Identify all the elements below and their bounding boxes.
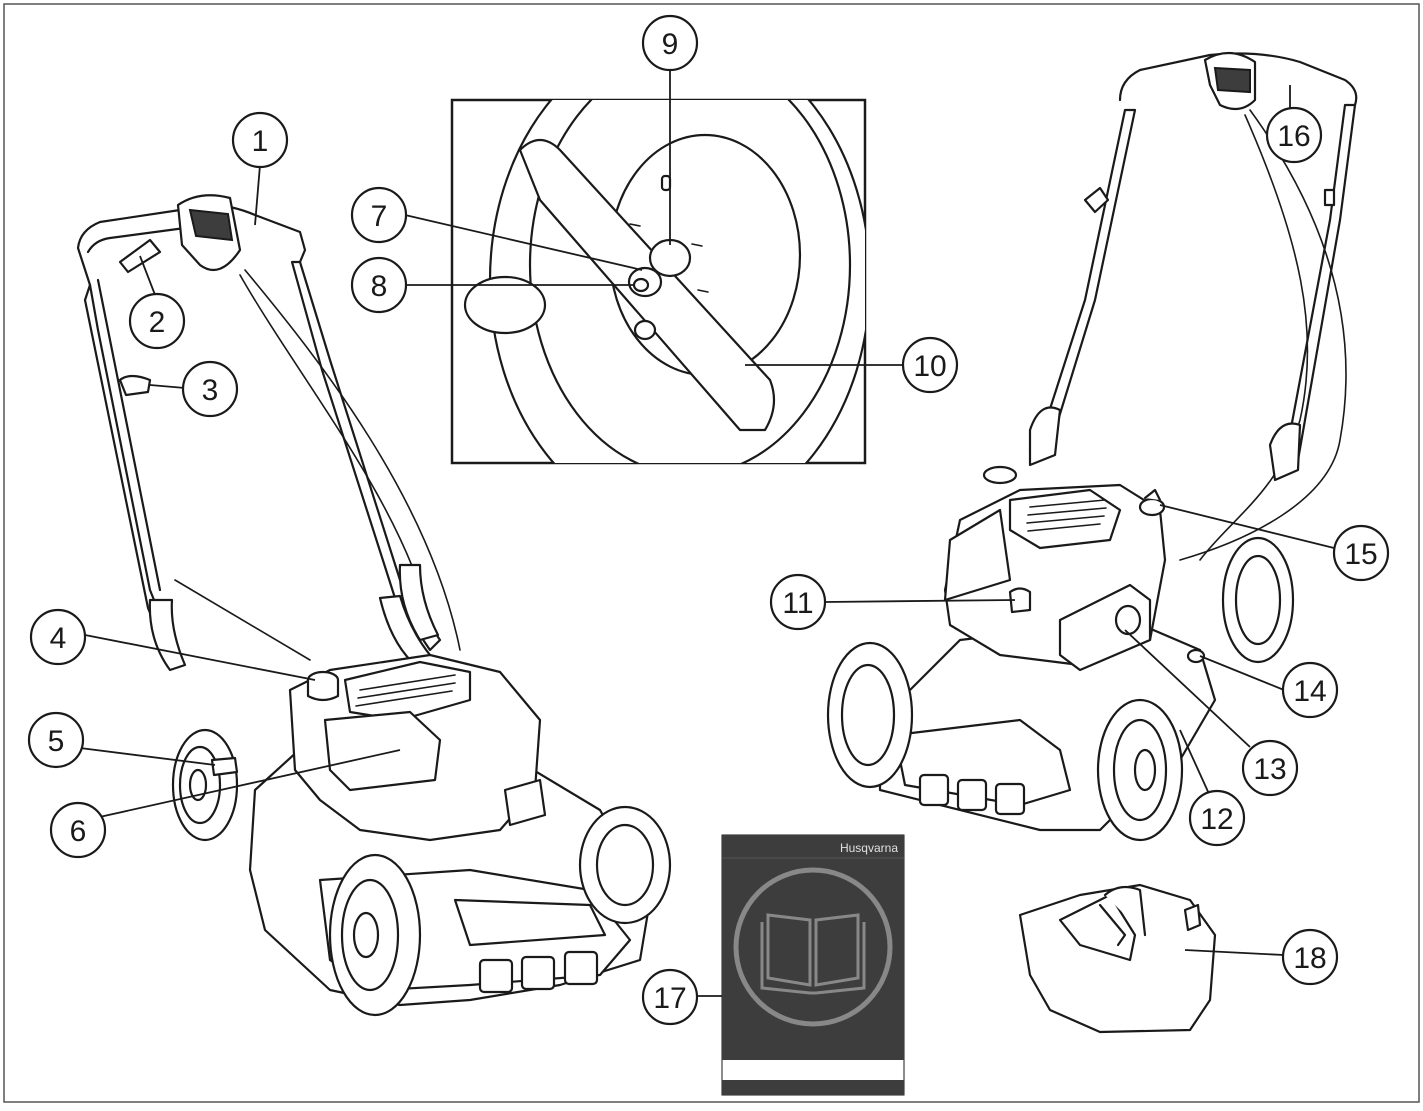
callout-13: 13 bbox=[1241, 739, 1299, 797]
callout-6: 6 bbox=[49, 801, 107, 859]
svg-text:4: 4 bbox=[50, 622, 67, 655]
mower-front-view bbox=[76, 194, 672, 1017]
open-book-icon bbox=[760, 913, 866, 995]
svg-text:12: 12 bbox=[1200, 803, 1233, 836]
svg-text:9: 9 bbox=[662, 28, 679, 61]
svg-text:1: 1 bbox=[252, 125, 269, 158]
blade-detail-inset bbox=[450, 98, 867, 465]
svg-text:14: 14 bbox=[1293, 675, 1326, 708]
svg-text:17: 17 bbox=[653, 982, 686, 1015]
svg-text:18: 18 bbox=[1293, 942, 1326, 975]
handle-right-bar bbox=[290, 260, 442, 652]
svg-text:16: 16 bbox=[1277, 120, 1310, 153]
callout-8: 8 bbox=[350, 256, 408, 314]
callout-14: 14 bbox=[1281, 661, 1339, 719]
callout-11: 11 bbox=[769, 573, 827, 631]
svg-text:13: 13 bbox=[1253, 753, 1286, 786]
callout-7: 7 bbox=[350, 186, 408, 244]
svg-text:3: 3 bbox=[202, 374, 219, 407]
height-adjust-lever bbox=[210, 756, 239, 777]
callout-1: 1 bbox=[231, 111, 289, 169]
svg-text:8: 8 bbox=[371, 270, 388, 303]
svg-text:11: 11 bbox=[782, 587, 813, 620]
svg-text:10: 10 bbox=[913, 350, 946, 383]
svg-text:6: 6 bbox=[70, 815, 87, 848]
callout-5: 5 bbox=[27, 711, 85, 769]
cutting-height-lever bbox=[1186, 648, 1206, 664]
callout-12: 12 bbox=[1188, 789, 1246, 847]
grass-catcher bbox=[1018, 883, 1217, 1034]
callout-2: 2 bbox=[128, 292, 186, 350]
callout-16: 16 bbox=[1265, 106, 1323, 164]
air-filter-cover bbox=[323, 710, 442, 792]
operator-manual: Husqvarna bbox=[721, 834, 905, 1096]
manual-brand: Husqvarna bbox=[840, 841, 898, 855]
callout-9: 9 bbox=[641, 14, 699, 72]
blade-bolt bbox=[632, 277, 650, 293]
svg-text:2: 2 bbox=[149, 306, 166, 339]
manual-circle bbox=[733, 867, 893, 1027]
callout-17: 17 bbox=[641, 968, 699, 1026]
svg-text:15: 15 bbox=[1344, 538, 1377, 571]
svg-text:7: 7 bbox=[371, 200, 388, 233]
callout-18: 18 bbox=[1281, 928, 1339, 986]
fuel-tank-cap bbox=[1138, 497, 1166, 517]
cable-holder bbox=[118, 374, 152, 397]
starter-handle bbox=[1008, 587, 1032, 614]
callout-10: 10 bbox=[901, 336, 959, 394]
svg-text:5: 5 bbox=[48, 725, 65, 758]
callout-15: 15 bbox=[1332, 524, 1390, 582]
callout-4: 4 bbox=[29, 608, 87, 666]
mower-rear-view bbox=[826, 51, 1358, 842]
callout-3: 3 bbox=[181, 360, 239, 418]
